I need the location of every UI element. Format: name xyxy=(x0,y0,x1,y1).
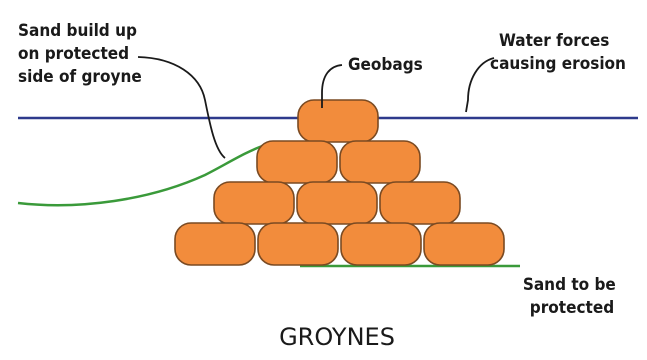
water-forces-pointer xyxy=(465,57,495,113)
geobag xyxy=(339,140,421,184)
geobag xyxy=(174,222,256,266)
geobag xyxy=(296,181,378,225)
geobag xyxy=(256,140,338,184)
sand-build-up-curve xyxy=(17,143,266,207)
geobag xyxy=(213,181,295,225)
sand-protected-label: Sand to be protected xyxy=(523,275,621,318)
sand-build-up-label: Sand build up on protected side of groyn… xyxy=(18,21,142,87)
geobag-stack xyxy=(174,99,505,266)
geobag xyxy=(340,222,422,266)
geobags-label: Geobags xyxy=(348,55,423,75)
diagram-title: GROYNES xyxy=(279,323,395,351)
geobag xyxy=(257,222,339,266)
water-forces-label: Water forces causing erosion xyxy=(490,31,626,74)
sand-build-up-pointer xyxy=(137,56,226,159)
geobag xyxy=(379,181,461,225)
geobag xyxy=(297,99,379,143)
geobags-pointer xyxy=(321,64,343,108)
geobag xyxy=(423,222,505,266)
